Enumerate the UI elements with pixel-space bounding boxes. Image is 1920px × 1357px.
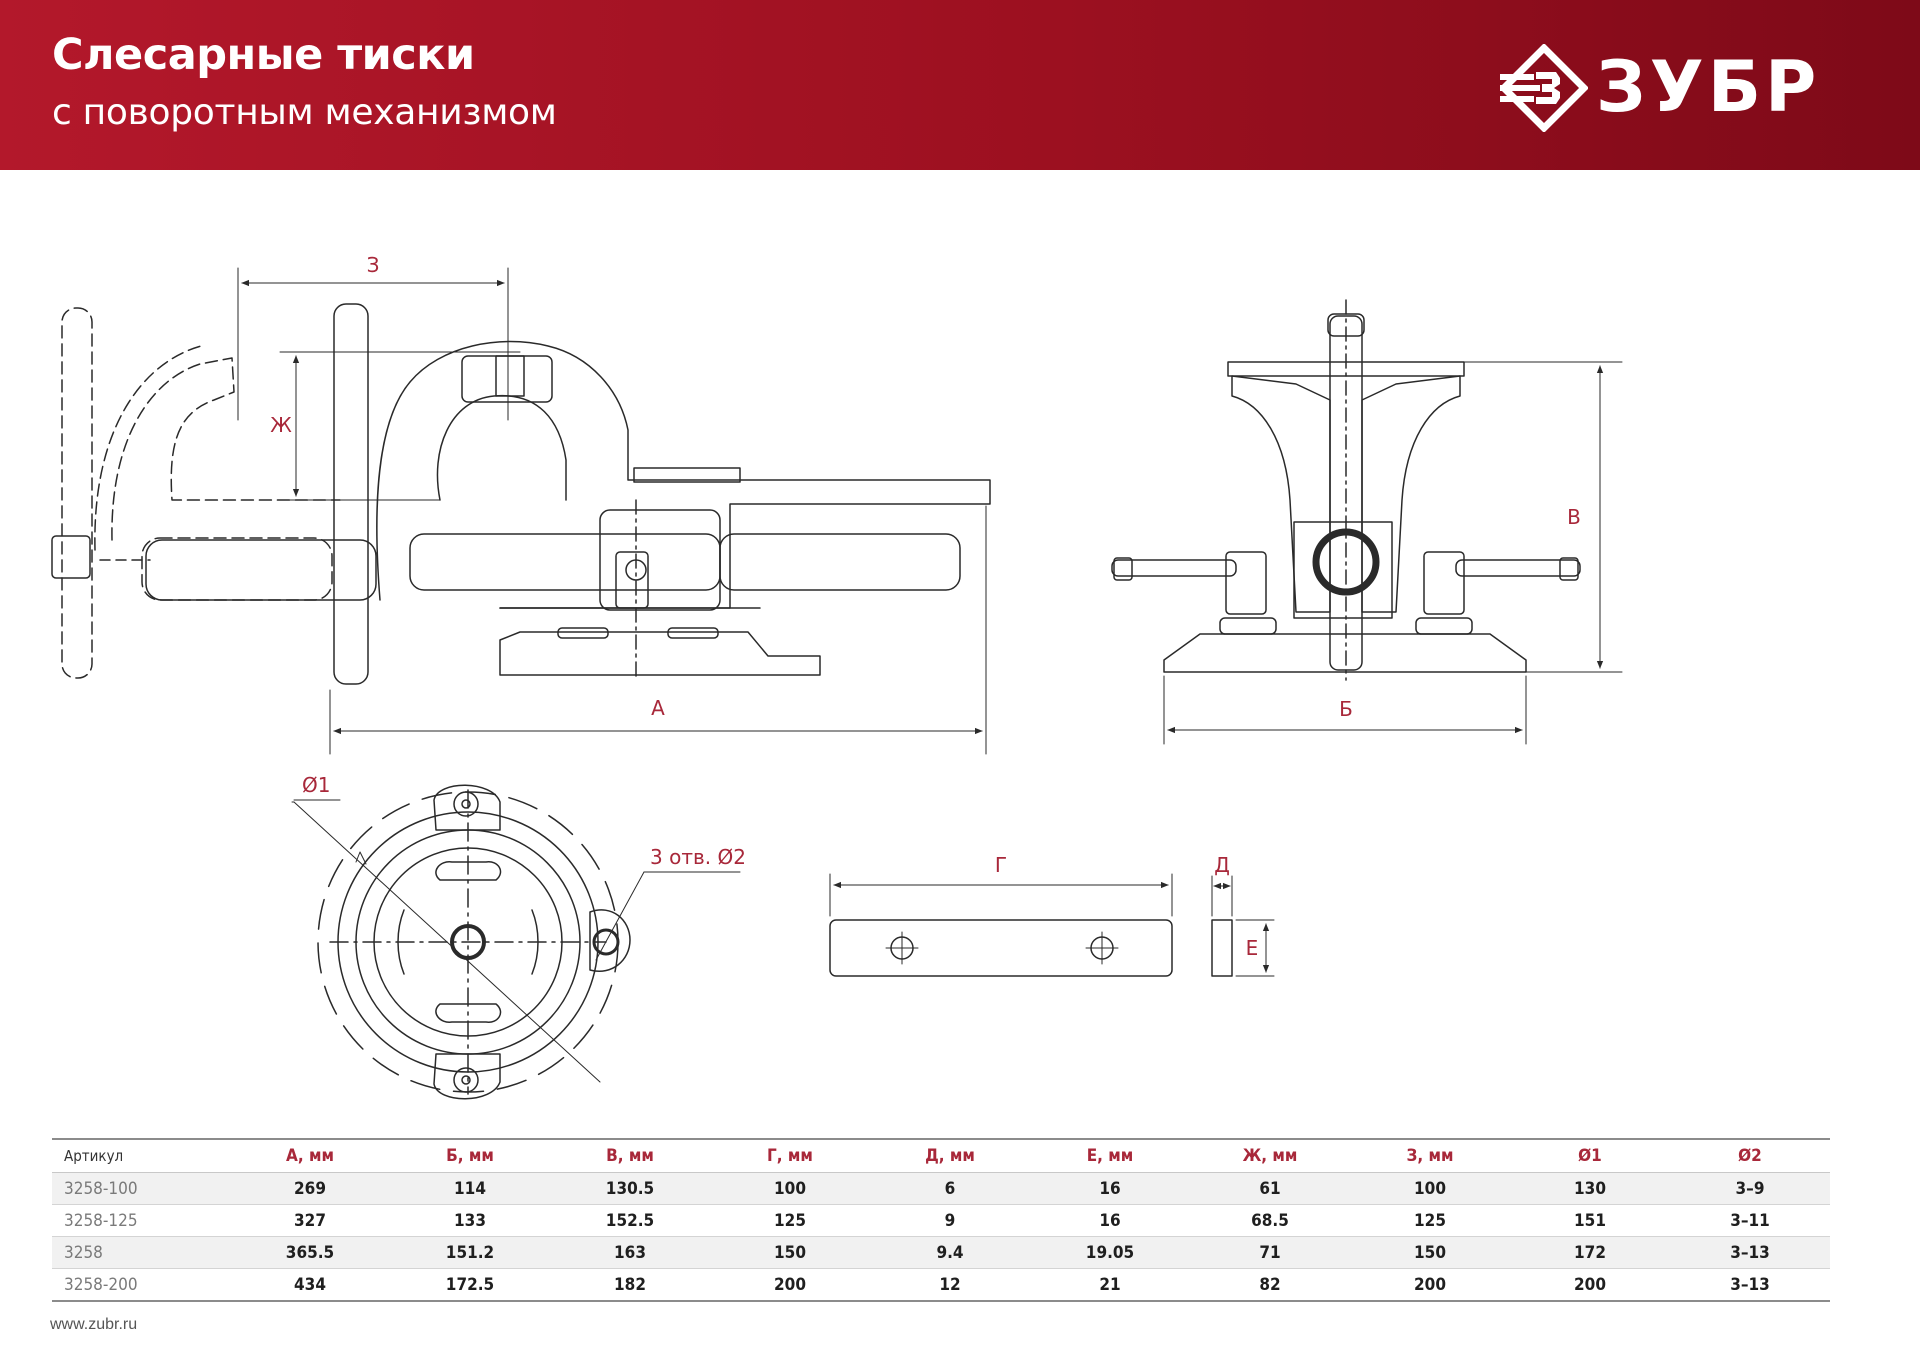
table-cell: 82 [1190, 1268, 1350, 1302]
swing-handle-phantom [61, 307, 341, 679]
column-header: Г, мм [710, 1138, 870, 1173]
table-cell: 130.5 [550, 1172, 710, 1205]
website-link[interactable]: www.zubr.ru [50, 1316, 138, 1333]
table-cell: 100 [710, 1172, 870, 1205]
table-cell: 61 [1190, 1172, 1350, 1205]
table-cell: 114 [390, 1172, 550, 1205]
column-header: З, мм [1350, 1138, 1510, 1173]
table-cell: 3–11 [1670, 1204, 1830, 1237]
jaw-plate-drawing: Г Д Е [829, 853, 1275, 977]
table-cell: 151 [1510, 1204, 1670, 1237]
dim-label-z: З [367, 253, 380, 277]
table-cell: 3–13 [1670, 1236, 1830, 1269]
dim-label-holes: 3 отв. Ø2 [650, 845, 746, 869]
dim-label-zh: Ж [270, 413, 292, 437]
page-subtitle: с поворотным механизмом [52, 92, 557, 133]
table-cell-article: 3258-100 [52, 1172, 230, 1205]
brand-logo: ЗУБР [1500, 44, 1880, 132]
dim-label-d: Д [1214, 853, 1230, 877]
table-cell: 200 [1350, 1268, 1510, 1302]
table-row: 3258-125 327 133 152.5 125 9 16 68.5 125… [52, 1204, 1830, 1237]
table-cell-article: 3258-200 [52, 1268, 230, 1302]
table-row: 3258 365.5 151.2 163 150 9.4 19.05 71 15… [52, 1236, 1830, 1269]
column-header: Ж, мм [1190, 1138, 1350, 1173]
table-header-row: Артикул А, мм Б, мм В, мм Г, мм Д, мм Е,… [52, 1138, 1830, 1173]
table-cell-article: 3258 [52, 1236, 230, 1269]
table-cell: 100 [1350, 1172, 1510, 1205]
column-header: Д, мм [870, 1138, 1030, 1173]
dim-label-a: А [651, 696, 665, 720]
table-cell: 21 [1030, 1268, 1190, 1302]
column-header: Е, мм [1030, 1138, 1190, 1173]
dim-label-g: Г [995, 853, 1007, 877]
table-cell: 200 [1510, 1268, 1670, 1302]
table-cell: 12 [870, 1268, 1030, 1302]
table-cell: 150 [710, 1236, 870, 1269]
table-cell: 152.5 [550, 1204, 710, 1237]
table-cell: 3–9 [1670, 1172, 1830, 1205]
table-cell: 130 [1510, 1172, 1670, 1205]
column-header: Б, мм [390, 1138, 550, 1173]
column-header: Артикул [52, 1138, 230, 1173]
brand-name: ЗУБР [1596, 46, 1821, 128]
dim-label-v: В [1567, 505, 1581, 529]
table-cell: 16 [1030, 1204, 1190, 1237]
table-cell: 151.2 [390, 1236, 550, 1269]
table-cell: 3–13 [1670, 1268, 1830, 1302]
table-cell: 68.5 [1190, 1204, 1350, 1237]
page-title: Слесарные тиски [52, 30, 475, 80]
table-row: 3258-200 434 172.5 182 200 12 21 82 200 … [52, 1268, 1830, 1302]
specs-table: Артикул А, мм Б, мм В, мм Г, мм Д, мм Е,… [52, 1138, 1830, 1302]
table-cell: 6 [870, 1172, 1030, 1205]
header-banner: Слесарные тиски с поворотным механизмом … [0, 0, 1920, 170]
table-cell: 150 [1350, 1236, 1510, 1269]
table-cell: 9 [870, 1204, 1030, 1237]
dim-label-d1: Ø1 [302, 773, 330, 797]
dim-label-e: Е [1246, 936, 1259, 960]
table-cell: 71 [1190, 1236, 1350, 1269]
table-cell: 172 [1510, 1236, 1670, 1269]
column-header: В, мм [550, 1138, 710, 1173]
table-cell: 9.4 [870, 1236, 1030, 1269]
table-cell: 125 [710, 1204, 870, 1237]
table-cell-article: 3258-125 [52, 1204, 230, 1237]
table-cell: 365.5 [230, 1236, 390, 1269]
table-cell: 434 [230, 1268, 390, 1302]
table-cell: 133 [390, 1204, 550, 1237]
column-header: Ø2 [1670, 1138, 1830, 1173]
table-row: 3258-100 269 114 130.5 100 6 16 61 100 1… [52, 1172, 1830, 1205]
table-cell: 269 [230, 1172, 390, 1205]
column-header: Ø1 [1510, 1138, 1670, 1173]
table-cell: 172.5 [390, 1268, 550, 1302]
front-view-drawing: В Б [1111, 299, 1623, 745]
table-cell: 16 [1030, 1172, 1190, 1205]
table-cell: 200 [710, 1268, 870, 1302]
side-view-drawing: З Ж А [51, 253, 991, 755]
dim-label-b: Б [1339, 697, 1353, 721]
table-cell: 19.05 [1030, 1236, 1190, 1269]
table-cell: 163 [550, 1236, 710, 1269]
top-view-drawing: Ø1 3 отв. Ø2 [291, 773, 746, 1100]
column-header: А, мм [230, 1138, 390, 1173]
zubr-emblem-icon [1500, 44, 1588, 132]
table-cell: 182 [550, 1268, 710, 1302]
table-cell: 125 [1350, 1204, 1510, 1237]
table-cell: 327 [230, 1204, 390, 1237]
